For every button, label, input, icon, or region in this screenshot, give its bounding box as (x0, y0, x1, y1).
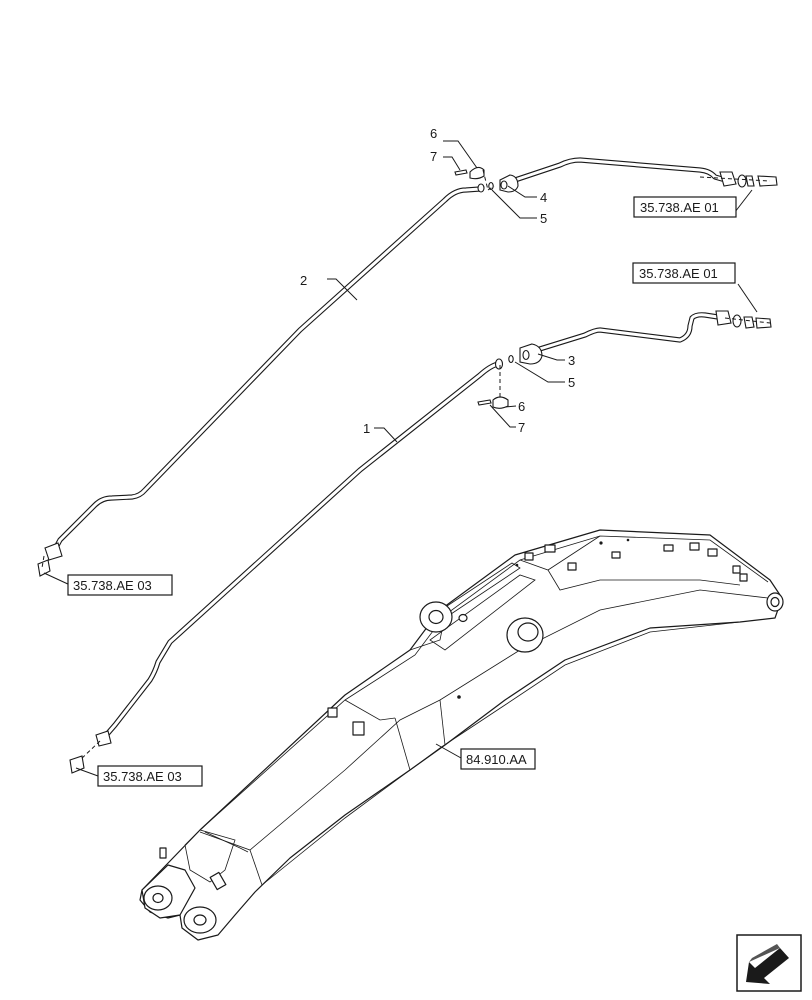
reference-label: 84.910.AA (466, 752, 527, 767)
item-callouts: 6 7 2 1 4 5 3 5 6 7 (300, 126, 575, 436)
callout-5-upper: 5 (540, 211, 547, 226)
assembly-lines (41, 169, 771, 761)
callout-6-upper: 6 (430, 126, 437, 141)
reference-label: 35.738.AE 03 (73, 578, 152, 593)
leader-lines (43, 140, 758, 777)
reference-label: 35.738.AE 01 (640, 200, 719, 215)
callout-7-upper: 7 (430, 149, 437, 164)
excavator-boom (139, 529, 784, 941)
reference-label: 35.738.AE 03 (103, 769, 182, 784)
tube-1 (99, 361, 501, 743)
reference-box-mid-right[interactable]: 35.738.AE 01 (632, 262, 736, 284)
reference-box-left-lower[interactable]: 35.738.AE 03 (97, 765, 203, 787)
callout-6-lower: 6 (518, 399, 525, 414)
arrow-icon[interactable] (736, 934, 802, 992)
callout-5-lower: 5 (568, 375, 575, 390)
fittings (37, 166, 778, 774)
reference-box-top-right[interactable]: 35.738.AE 01 (633, 196, 737, 218)
tube-3 (527, 312, 721, 355)
reference-box-left-upper[interactable]: 35.738.AE 03 (67, 574, 173, 596)
callout-2: 2 (300, 273, 307, 288)
callout-3: 3 (568, 353, 575, 368)
tube-4 (509, 157, 725, 184)
tube-2 (50, 186, 483, 556)
callout-4: 4 (540, 190, 547, 205)
reference-box-boom[interactable]: 84.910.AA (460, 748, 536, 770)
callout-1: 1 (363, 421, 370, 436)
reference-label: 35.738.AE 01 (639, 266, 718, 281)
callout-7-lower: 7 (518, 420, 525, 435)
